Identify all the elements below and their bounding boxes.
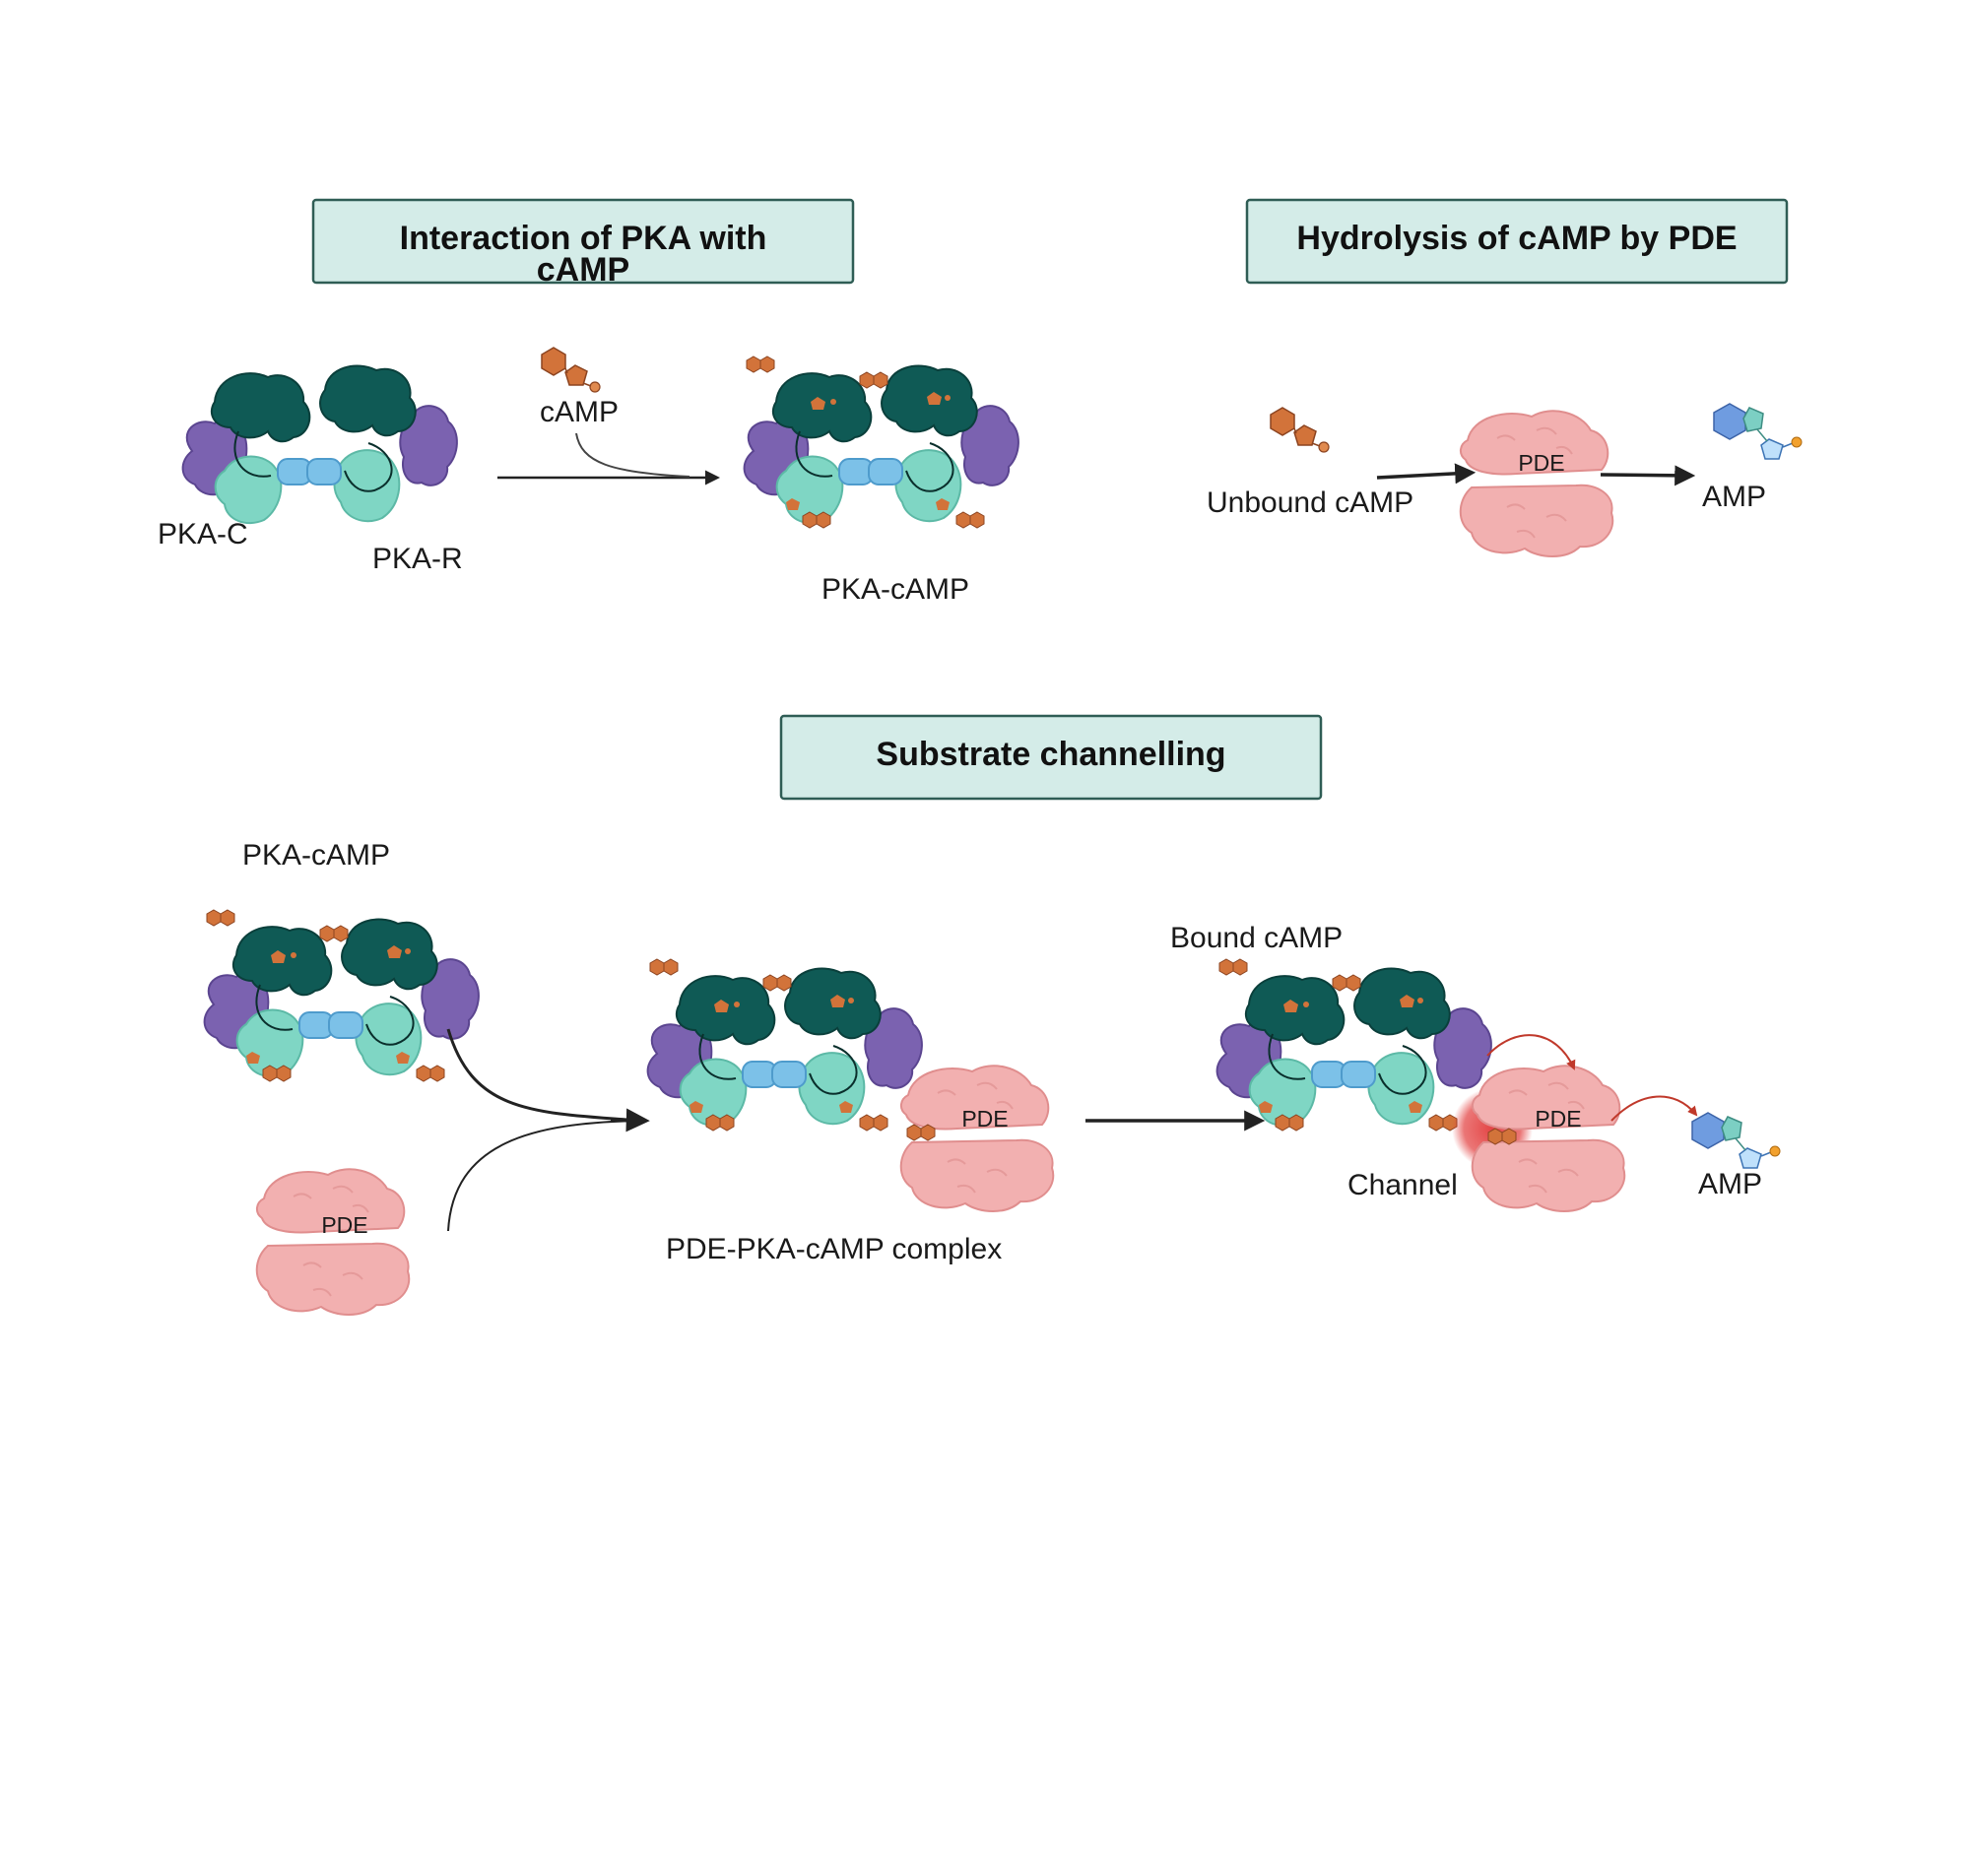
complex-label: PDE-PKA-cAMP complex: [666, 1233, 1002, 1265]
amp-molecule-icon: [1713, 403, 1803, 460]
pka-camp-icon-p3: [205, 910, 479, 1081]
panel1-title-line2: cAMP: [537, 251, 629, 289]
camp-molecule-icon: [541, 347, 601, 393]
pka-camp-complex-icon: [745, 356, 1018, 528]
camp-join-curve: [575, 432, 690, 478]
pka-c-label: PKA-C: [158, 518, 248, 550]
unbound-camp-label: Unbound cAMP: [1207, 486, 1413, 519]
pde-enzyme-icon: [1459, 410, 1614, 557]
channel-label: Channel: [1347, 1169, 1458, 1201]
amp-product-label: AMP: [1698, 1168, 1762, 1200]
panel2-arrow-1: [1376, 463, 1477, 485]
bound-camp-label: Bound cAMP: [1170, 922, 1343, 954]
merge-arrow: [610, 1108, 650, 1132]
channel-arrow-in: [1486, 1034, 1576, 1070]
complex-pde-label: PDE: [961, 1106, 1008, 1132]
unbound-camp-icon: [1270, 407, 1330, 453]
panel2-title-box: Hydrolysis of cAMP by PDE: [1245, 198, 1789, 285]
amp-product-icon: [1691, 1112, 1781, 1169]
panel3-title-box: Substrate channelling: [779, 714, 1323, 801]
camp-label: cAMP: [540, 396, 619, 428]
pka-camp-label: PKA-cAMP: [821, 573, 969, 606]
panel3-title: Substrate channelling: [876, 736, 1225, 773]
merge-curve-top: [446, 1028, 641, 1123]
pde-label: PDE: [1518, 450, 1564, 476]
pka-holoenzyme-icon: [181, 364, 458, 525]
channel-arrow-out: [1610, 1095, 1698, 1122]
pde-pka-complex-pka-icon: [648, 959, 922, 1131]
pde-free-icon: [255, 1168, 411, 1316]
merge-curve-bottom: [447, 1120, 641, 1232]
pde-free-label: PDE: [321, 1212, 367, 1238]
panel1-title-box: Interaction of PKA with cAMP: [311, 198, 855, 289]
channel-pde-label: PDE: [1535, 1106, 1581, 1132]
panel2-arrow-2: [1600, 465, 1696, 486]
panel1-title-line1: Interaction of PKA with: [400, 220, 767, 257]
amp-label: AMP: [1702, 481, 1766, 513]
pka-r-label: PKA-R: [372, 543, 463, 575]
pka-camp-label-p3: PKA-cAMP: [242, 839, 390, 872]
panel2-title: Hydrolysis of cAMP by PDE: [1296, 220, 1737, 257]
bound-pka-camp-icon: [1217, 959, 1491, 1131]
